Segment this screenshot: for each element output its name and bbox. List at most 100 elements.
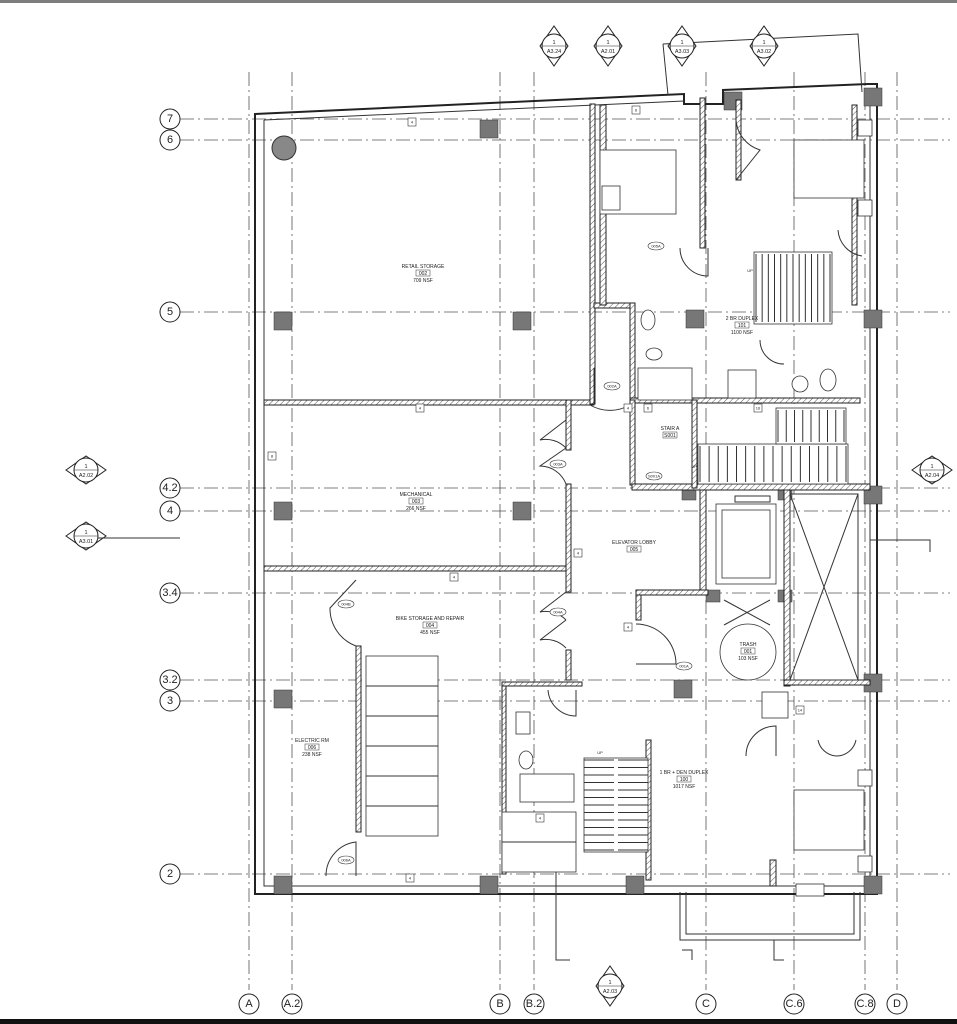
door-tag: S001A (645, 471, 663, 481)
section-markers-layer: 1A3.241A2.011A3.031A3.021A2.021A3.011A2.… (65, 25, 953, 1007)
wall-tags-layer: 444444448661416003A004A004B006A001AS001A… (267, 105, 805, 883)
room-name: TRASH (740, 642, 757, 648)
grid-bubble-row-7: 7 (159, 108, 181, 130)
grid-bubble-row-32: 3.2 (159, 669, 181, 691)
grid-label: 3 (167, 695, 173, 707)
door-tag-text: 001A (679, 664, 689, 669)
wall-tag: 14 (795, 705, 805, 715)
wall-tag-text: 4 (411, 120, 414, 125)
room-name: STAIR A (661, 426, 680, 432)
grid-bubble-row-2: 2 (159, 863, 181, 885)
section-marker-sec-a203: 1A2.03 (595, 965, 625, 1007)
grid-label: 3.2 (162, 674, 177, 686)
grid-bubble-col-c8: C.8 (854, 993, 876, 1015)
wall-tag: 6 (643, 403, 653, 413)
elevator-core (715, 493, 859, 681)
grid-label: 3.4 (162, 587, 177, 599)
up-label: UP (597, 750, 603, 755)
grid-label: A.2 (284, 998, 301, 1010)
room-area: 1100 NSF (731, 330, 753, 336)
section-marker-sec-a301: 1A3.01 (65, 521, 107, 551)
grid-label: B.2 (526, 998, 543, 1010)
grid-label: 2 (167, 868, 173, 880)
grid-label: 4.2 (162, 482, 177, 494)
wall-tag: 4 (573, 548, 583, 558)
room-name: MECHANICAL (400, 492, 433, 498)
wall-tag: 4 (623, 403, 633, 413)
wall-tag-text: 6 (635, 108, 638, 113)
section-number: 1 (930, 464, 933, 470)
room-name: 2 BR DUPLEX (726, 316, 759, 322)
room-name: BIKE STORAGE AND REPAIR (396, 616, 465, 622)
section-marker-sec-a204: 1A2.04 (911, 455, 953, 485)
door-tag: 003A (549, 459, 567, 469)
room-number: 101 (738, 323, 747, 329)
wall-tag-text: 4 (627, 406, 630, 411)
room-number: 003 (412, 499, 421, 505)
room-name: ELEVATOR LOBBY (612, 540, 657, 546)
section-number: 1 (552, 40, 555, 46)
room-number: 100 (680, 777, 689, 783)
bike-racks (365, 655, 439, 837)
bottom-border-rule (0, 1019, 957, 1024)
up-label: UP (691, 464, 697, 469)
wall-tag: 4 (415, 403, 425, 413)
wall-tag-text: 6 (647, 406, 650, 411)
section-sheet: A2.04 (925, 473, 939, 479)
grid-bubble-row-4: 4 (159, 500, 181, 522)
door-tag-text: 004A (553, 610, 563, 615)
wall-tag-text: 16 (756, 406, 761, 411)
section-number: 1 (84, 464, 87, 470)
wall-tag: 4 (407, 117, 417, 127)
room-number: 001 (744, 649, 753, 655)
grid-bubble-col-c: C (695, 993, 717, 1015)
section-number: 1 (762, 40, 765, 46)
door-tag: 001A (675, 661, 693, 671)
grid-bubble-col-c6: C.6 (783, 993, 805, 1015)
room-area: 103 NSF (738, 656, 758, 662)
section-sheet: A3.01 (79, 539, 93, 545)
top-border-rule (0, 0, 957, 3)
unit-fixtures (501, 119, 873, 897)
section-sheet: A3.24 (547, 49, 561, 55)
wall-tag-text: 8 (271, 454, 274, 459)
room-number: S001 (664, 433, 676, 439)
grid-label: 6 (167, 134, 173, 146)
section-sheet: A3.02 (757, 49, 771, 55)
grid-label: 4 (167, 505, 173, 517)
room-name: RETAIL STORAGE (402, 264, 445, 270)
room-number: 002 (419, 271, 428, 277)
wall-tag: 6 (631, 105, 641, 115)
up-labels: UP UP UP (597, 268, 753, 755)
section-marker-sec-a202: 1A2.02 (65, 455, 107, 485)
grid-bubble-row-42: 4.2 (159, 477, 181, 499)
wall-tag: 4 (449, 572, 459, 582)
wall-tag: 4 (405, 873, 415, 883)
grid-label: B (496, 998, 503, 1010)
room-number: 006 (308, 745, 317, 751)
room-name: ELECTRIC RM (295, 738, 329, 744)
grid-bubble-col-b2: B.2 (523, 993, 545, 1015)
wall-tag: 8 (267, 451, 277, 461)
wall-tag-text: 4 (577, 551, 580, 556)
grid-label: D (893, 998, 901, 1010)
grid-bubble-col-a2: A.2 (281, 993, 303, 1015)
section-marker-sec-a324: 1A3.24 (539, 25, 569, 67)
wall-tag: 4 (623, 622, 633, 632)
room-name: 1 BR + DEN DUPLEX (660, 770, 709, 776)
wall-tag-text: 4 (453, 575, 456, 580)
room-number: 004 (426, 623, 435, 629)
grid-bubble-col-b: B (489, 993, 511, 1015)
room-area: 238 NSF (302, 752, 322, 758)
section-number: 1 (680, 40, 683, 46)
grid-bubble-col-d: D (886, 993, 908, 1015)
section-marker-sec-a201-top: 1A2.01 (593, 25, 623, 67)
